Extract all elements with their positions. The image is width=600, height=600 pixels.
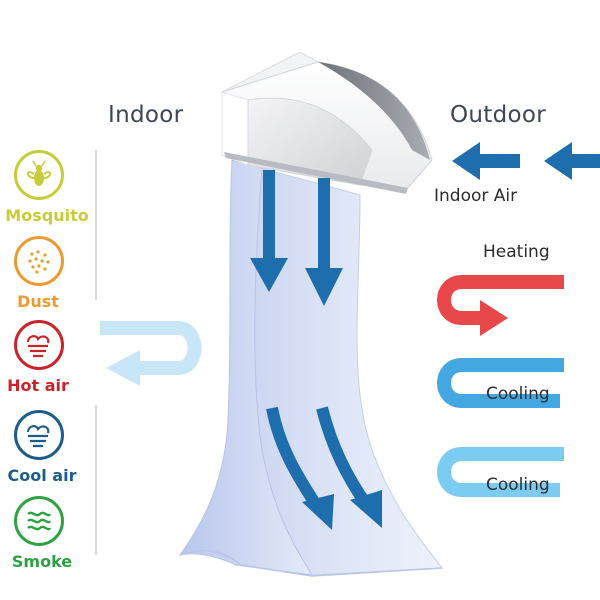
- cooling-label-2: Cooling: [486, 475, 550, 495]
- outdoor-heading: Outdoor: [450, 102, 546, 128]
- cooling-label-1: Cooling: [486, 384, 550, 404]
- hot-air-icon: [14, 320, 64, 370]
- cooling-arrow-2: [437, 447, 564, 497]
- incoming-arrow-1: [452, 142, 520, 180]
- curved-arrow-right: [316, 406, 382, 528]
- heating-arrow: [437, 275, 564, 336]
- cool-air-icon: [14, 410, 64, 460]
- cool-air-label: Cool air: [7, 466, 77, 485]
- curved-arrow-left: [266, 406, 334, 530]
- smoke-label: Smoke: [11, 552, 73, 571]
- hot-air-label: Hot air: [7, 376, 69, 395]
- indoor-heading: Indoor: [108, 102, 184, 128]
- dust-label: Dust: [17, 292, 59, 311]
- air-curtain-unit: [220, 51, 433, 194]
- cooling-arrow-1: [437, 358, 564, 408]
- incoming-arrow-2: [544, 142, 600, 180]
- heating-label: Heating: [483, 242, 550, 262]
- curtain-lower-edge: [179, 549, 443, 577]
- indoor-air-label: Indoor Air: [434, 186, 518, 206]
- air-curtain-front: [178, 159, 313, 576]
- dust-icon: [14, 236, 64, 286]
- smoke-icon: [14, 496, 64, 546]
- mosquito-icon: [14, 150, 64, 200]
- return-arrow: [100, 321, 202, 386]
- mosquito-label: Mosquito: [5, 206, 89, 225]
- down-arrow-right: [305, 178, 343, 306]
- down-arrow-left: [250, 170, 288, 292]
